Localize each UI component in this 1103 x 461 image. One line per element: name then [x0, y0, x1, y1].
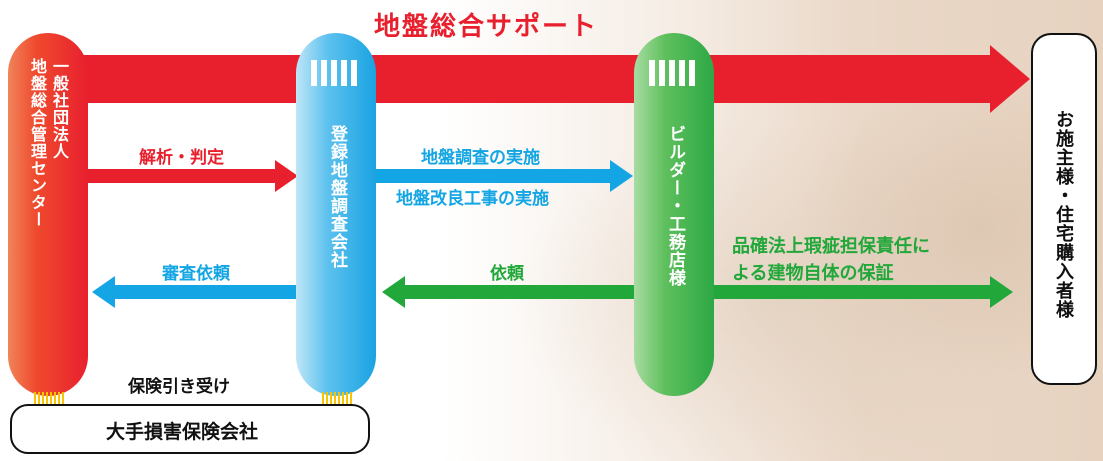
survey-company-label: 登録地盤調査会社 — [327, 125, 347, 269]
survey-company-bars — [311, 60, 357, 86]
survey-execution-label: 地盤調査の実施 — [421, 148, 540, 168]
guarantee-label: 品確法上瑕疵担保責任に よる建物自体の保証 — [732, 236, 930, 284]
builder-bars — [649, 60, 695, 86]
request-arrow — [382, 276, 645, 308]
center-node — [8, 33, 88, 396]
support-arrow — [60, 45, 1030, 113]
review-request-label: 審査依頼 — [162, 264, 230, 284]
center-connector — [34, 392, 64, 406]
survey-arrow — [375, 160, 633, 192]
builder-label: ビルダー・工務店様 — [665, 125, 685, 287]
survey-company-node — [296, 33, 376, 396]
analysis-arrow — [88, 160, 298, 192]
insurer-label: 大手損害保険会社 — [106, 421, 259, 443]
insurance-label: 保険引き受け — [128, 377, 230, 397]
center-label: 一般社団法人 地盤総合管理センター — [28, 58, 69, 228]
builder-node — [634, 33, 714, 396]
diagram-title: 地盤総合サポート — [374, 12, 599, 42]
request-label: 依頼 — [490, 264, 524, 284]
improvement-execution-label: 地盤改良工事の実施 — [396, 189, 549, 209]
analysis-label: 解析・判定 — [139, 148, 224, 168]
client-label: お施主様・住宅購入者様 — [1053, 110, 1074, 319]
survey-company-connector — [322, 392, 352, 406]
review-request-arrow — [92, 276, 305, 308]
guarantee-arrow — [710, 276, 1013, 308]
client-node — [1031, 33, 1097, 385]
insurer-node — [10, 404, 370, 454]
